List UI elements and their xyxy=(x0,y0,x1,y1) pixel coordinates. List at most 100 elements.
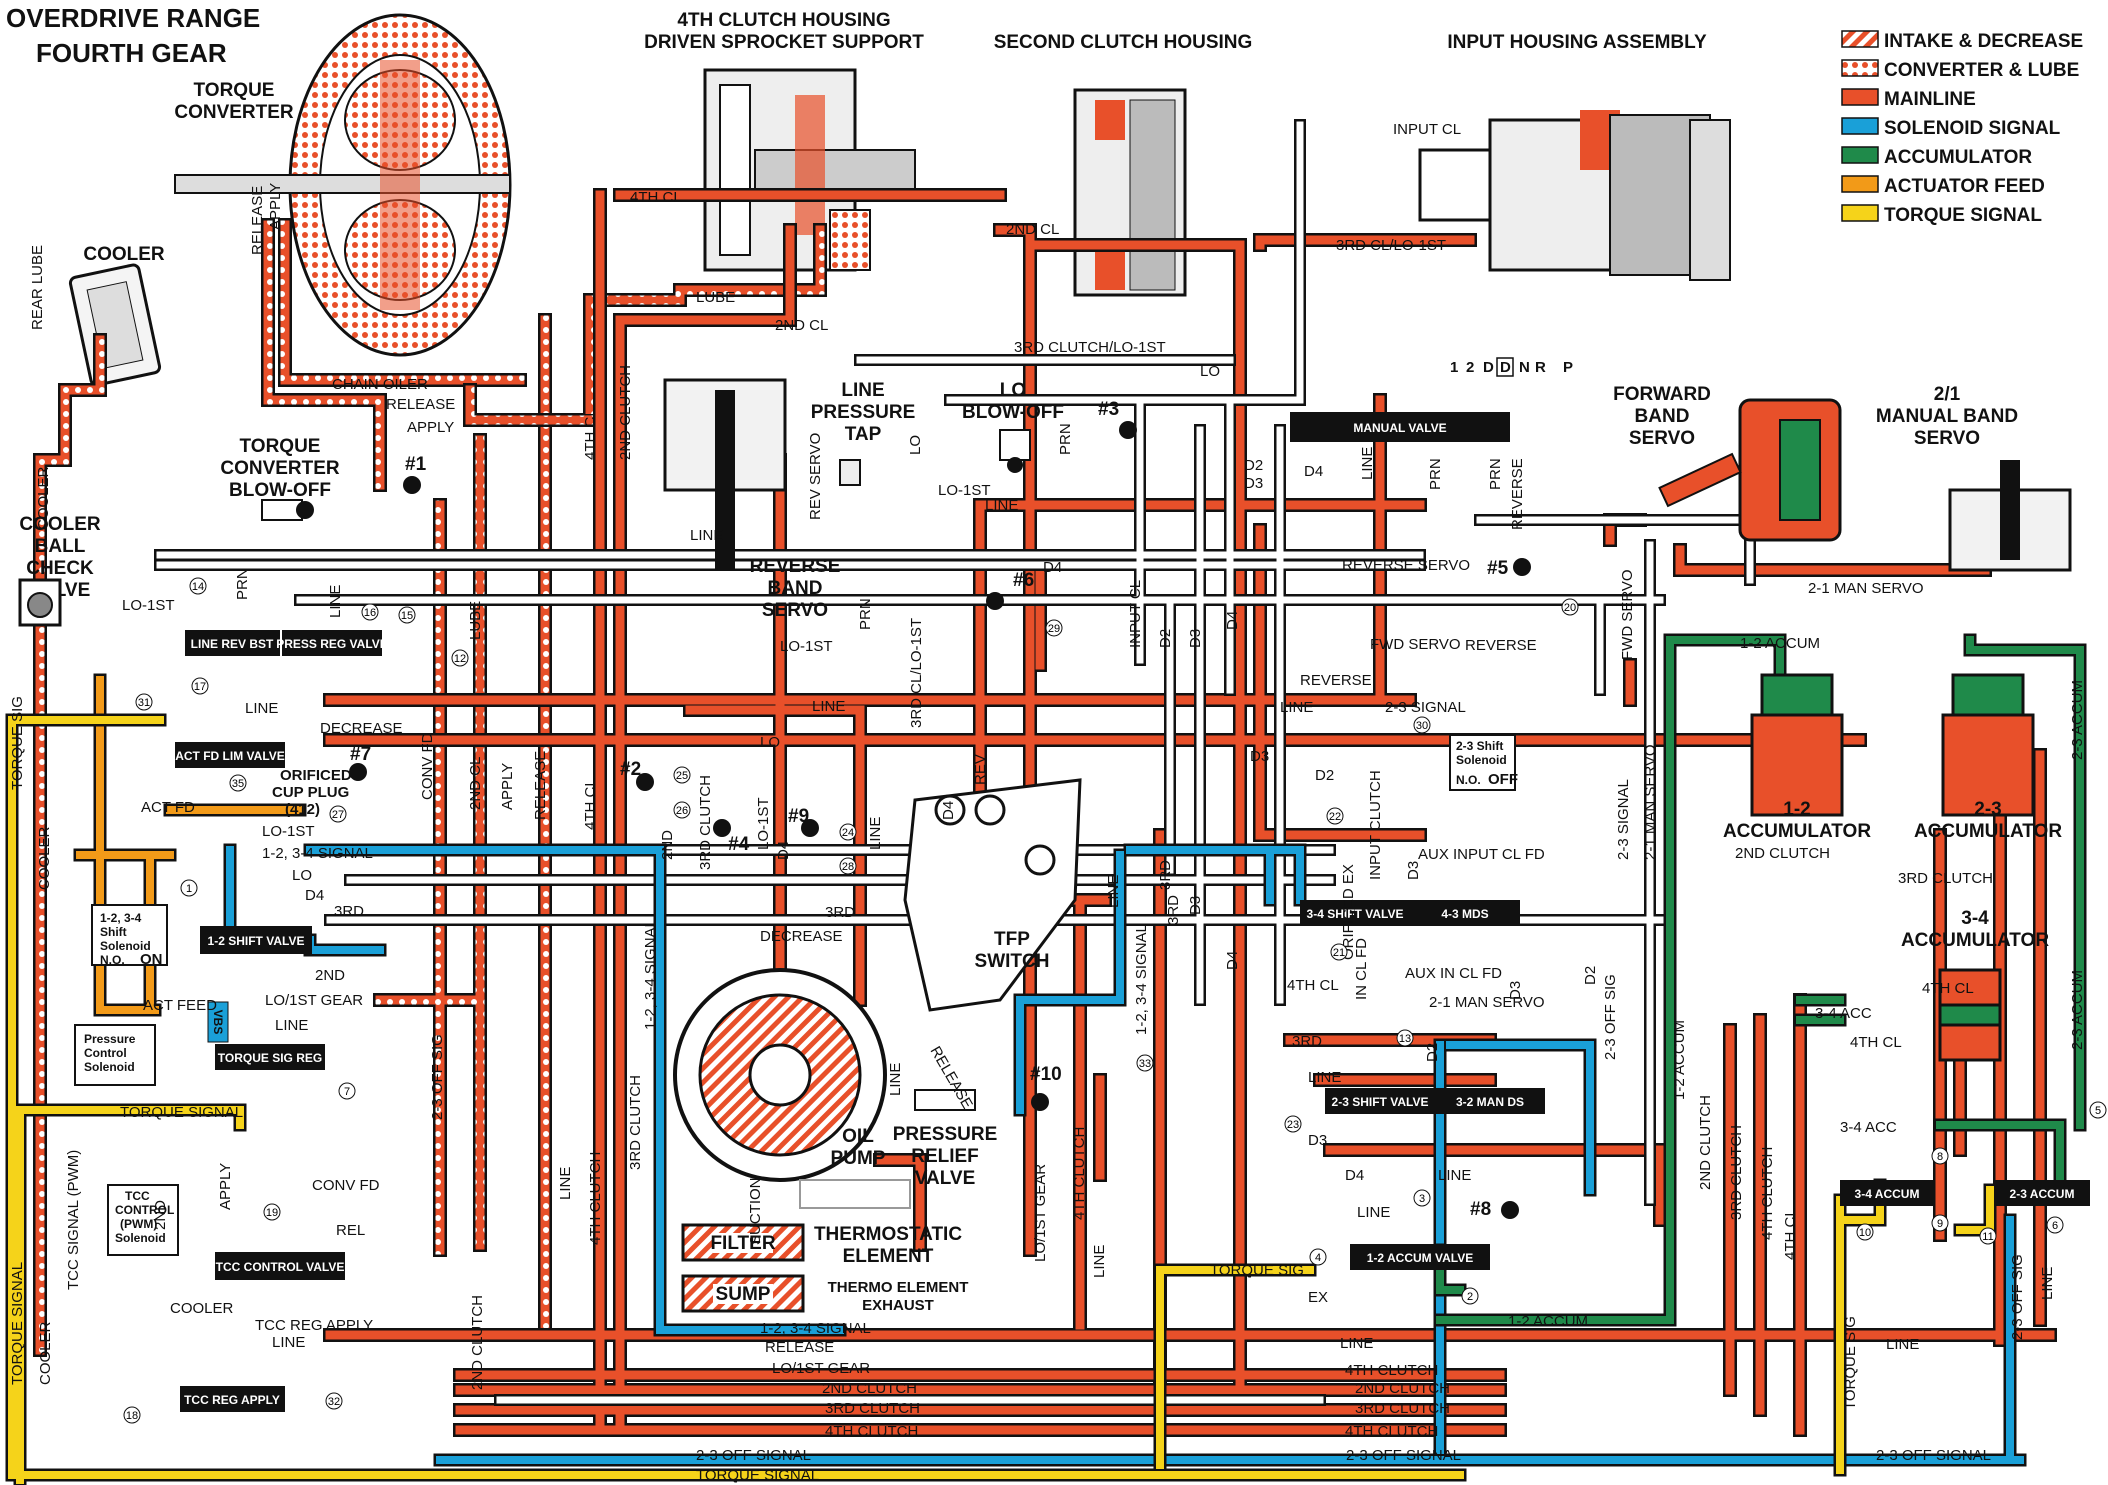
orifice-7: 7 xyxy=(338,1082,356,1100)
svg-text:TORQUE SIGNAL: TORQUE SIGNAL xyxy=(696,1467,819,1484)
svg-text:4TH CL: 4TH CL xyxy=(582,778,599,830)
orifice-27: 27 xyxy=(329,805,347,823)
accumulator-2-3 xyxy=(1941,673,2035,817)
svg-text:MANUAL VALVE: MANUAL VALVE xyxy=(1353,421,1446,435)
oil-pump xyxy=(673,968,887,1182)
check-ball-5 xyxy=(1513,558,1531,576)
svg-text:TCC REG APPLY: TCC REG APPLY xyxy=(255,1317,373,1334)
label-cooler: COOLER xyxy=(83,244,165,265)
svg-text:#3: #3 xyxy=(1098,399,1119,420)
legend-label-accumulator: ACCUMULATOR xyxy=(1884,147,2032,168)
svg-text:TCC: TCC xyxy=(125,1189,150,1203)
svg-text:TCC CONTROL VALVE: TCC CONTROL VALVE xyxy=(216,1260,345,1274)
svg-text:3-4 ACC: 3-4 ACC xyxy=(1815,1005,1872,1022)
svg-text:2ND CLUTCH: 2ND CLUTCH xyxy=(1697,1095,1714,1190)
svg-text:3: 3 xyxy=(1419,1193,1425,1205)
svg-text:3RD: 3RD xyxy=(1157,860,1174,890)
svg-text:4TH CLUTCH: 4TH CLUTCH xyxy=(587,1152,604,1245)
svg-text:3RD CLUTCH: 3RD CLUTCH xyxy=(627,1075,644,1170)
label-tfp-switch-1: TFP xyxy=(994,929,1030,950)
valve-3-4-accum: 3-4 ACCUM xyxy=(1840,1180,1935,1206)
svg-text:D4: D4 xyxy=(1224,951,1241,970)
svg-text:2ND CLUTCH: 2ND CLUTCH xyxy=(1735,845,1830,862)
svg-text:Control: Control xyxy=(84,1046,127,1060)
label-tc-blowoff-2: CONVERTER xyxy=(220,458,340,479)
svg-text:VBS: VBS xyxy=(211,1010,225,1035)
svg-text:4TH CL: 4TH CL xyxy=(1782,1208,1799,1260)
valve-act-fd-lim: ACT FD LIM VALVE xyxy=(175,742,285,768)
cooler xyxy=(68,263,162,387)
svg-text:LINE: LINE xyxy=(245,700,278,717)
svg-text:#7: #7 xyxy=(350,744,371,765)
label-accum-1-2-a: 1-2 xyxy=(1783,799,1810,820)
svg-text:#9: #9 xyxy=(788,806,809,827)
svg-text:10: 10 xyxy=(1859,1227,1871,1239)
valve-2-3-shift: 2-3 SHIFT VALVE xyxy=(1325,1088,1435,1114)
orifice-9: 9 xyxy=(1931,1214,1949,1232)
svg-text:REVERSE: REVERSE xyxy=(1509,458,1526,530)
svg-text:4TH CL: 4TH CL xyxy=(630,189,682,206)
svg-text:FWD SERVO: FWD SERVO xyxy=(1619,569,1636,660)
svg-text:OFF: OFF xyxy=(1488,771,1518,788)
orifice-8: 8 xyxy=(1931,1147,1949,1165)
svg-text:TORQUE SIGNAL: TORQUE SIGNAL xyxy=(120,1104,243,1121)
legend-swatch-solenoid xyxy=(1841,117,1879,135)
label-orificed-cup-plug-1: ORIFICED xyxy=(280,767,352,784)
svg-text:LO: LO xyxy=(292,867,312,884)
svg-text:4TH CL: 4TH CL xyxy=(582,408,599,460)
legend-swatch-torque xyxy=(1841,204,1879,222)
svg-text:TORQUE SIG REG: TORQUE SIG REG xyxy=(218,1051,322,1065)
svg-text:3RD: 3RD xyxy=(1292,1033,1322,1050)
label-oil-pump-2: PUMP xyxy=(831,1148,886,1169)
svg-text:FWD SERVO: FWD SERVO xyxy=(1370,636,1461,653)
svg-text:LINE: LINE xyxy=(1357,1204,1390,1221)
svg-text:LO: LO xyxy=(1200,363,1220,380)
svg-text:31: 31 xyxy=(138,697,150,709)
svg-text:2-3 OFF SIGNAL: 2-3 OFF SIGNAL xyxy=(696,1447,811,1464)
reverse-band-servo xyxy=(663,378,787,570)
label-tfp-switch-2: SWITCH xyxy=(975,951,1050,972)
svg-text:1-2, 3-4: 1-2, 3-4 xyxy=(100,911,142,925)
check-ball-3 xyxy=(1119,421,1137,439)
svg-text:LINE: LINE xyxy=(1886,1336,1919,1353)
svg-text:21: 21 xyxy=(1333,947,1345,959)
svg-text:2ND CLUTCH: 2ND CLUTCH xyxy=(617,365,634,460)
svg-text:N: N xyxy=(1519,359,1530,376)
label-cooler-ball-check-1: COOLER xyxy=(19,514,101,535)
svg-text:LINE: LINE xyxy=(272,1334,305,1351)
label-torque-converter-2: CONVERTER xyxy=(174,102,294,123)
svg-text:2-3 ACCUM: 2-3 ACCUM xyxy=(2010,1187,2075,1201)
svg-text:4TH CLUTCH: 4TH CLUTCH xyxy=(1071,1127,1088,1220)
svg-text:SUCTION: SUCTION xyxy=(747,1178,764,1246)
tfp-switch xyxy=(903,778,1082,1012)
svg-text:4TH CLUTCH: 4TH CLUTCH xyxy=(1345,1362,1438,1379)
vbs-label: VBS xyxy=(207,1001,229,1043)
svg-text:3RD CLUTCH: 3RD CLUTCH xyxy=(697,775,714,870)
svg-text:1-2 ACCUM: 1-2 ACCUM xyxy=(1671,1020,1688,1100)
label-forward-band-servo-1: FORWARD xyxy=(1613,384,1711,405)
gear-selector: 1 2 D D N R P xyxy=(1450,357,1573,377)
svg-text:N.O.: N.O. xyxy=(100,953,125,967)
legend-label-intake: INTAKE & DECREASE xyxy=(1884,31,2083,52)
svg-text:#6: #6 xyxy=(1013,570,1034,591)
svg-text:7: 7 xyxy=(344,1086,350,1098)
forward-band-servo xyxy=(1658,398,1842,542)
torque-converter xyxy=(174,13,512,357)
svg-text:23: 23 xyxy=(1287,1119,1299,1131)
svg-text:2-3 OFF SIG: 2-3 OFF SIG xyxy=(2009,1254,2026,1340)
svg-text:PRN: PRN xyxy=(1487,458,1504,490)
svg-text:D4: D4 xyxy=(1304,463,1323,480)
svg-text:INPUT CL: INPUT CL xyxy=(1127,580,1144,648)
svg-text:2ND: 2ND xyxy=(152,1200,169,1230)
svg-text:REV SERVO: REV SERVO xyxy=(807,433,824,520)
svg-text:3RD: 3RD xyxy=(1165,895,1182,925)
label-torque-converter-1: TORQUE xyxy=(194,80,275,101)
orifice-14: 14 xyxy=(189,577,207,595)
orifice-15: 15 xyxy=(398,606,416,624)
svg-text:13: 13 xyxy=(1399,1033,1411,1045)
label-accum-1-2-b: ACCUMULATOR xyxy=(1723,821,1871,842)
label-accum-2-3-a: 2-3 xyxy=(1974,799,2001,820)
svg-text:LO-1ST: LO-1ST xyxy=(755,797,772,850)
svg-text:LINE: LINE xyxy=(275,1017,308,1034)
